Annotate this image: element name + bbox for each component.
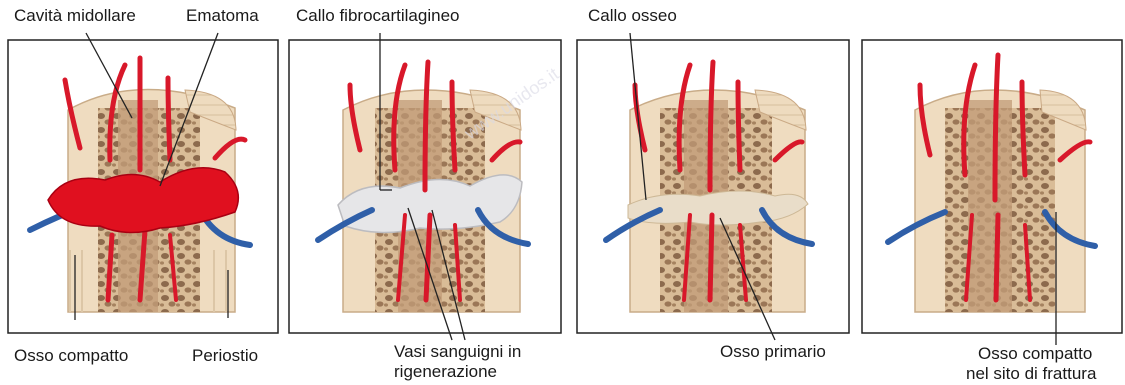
panel-1-hematoma [8, 33, 278, 333]
label-regenerating-vessels-line2: rigenerazione [394, 362, 497, 382]
label-medullary-cavity: Cavità midollare [14, 6, 136, 26]
label-compact-bone-fracture-line2: nel sito di frattura [966, 364, 1096, 384]
label-fibrocartilaginous-callus: Callo fibrocartilagineo [296, 6, 459, 26]
label-hematoma: Ematoma [186, 6, 259, 26]
panel-4-bone [915, 90, 1086, 312]
panel-3-bony-callus [577, 33, 849, 340]
panel-4-healed-bone [862, 40, 1122, 345]
label-bony-callus: Callo osseo [588, 6, 677, 26]
label-periosteum: Periostio [192, 346, 258, 366]
label-compact-bone-fracture-line1: Osso compatto [978, 344, 1092, 364]
panel-3-bone [628, 90, 808, 312]
label-primary-bone: Osso primario [720, 342, 826, 362]
label-regenerating-vessels-line1: Vasi sanguigni in [394, 342, 521, 362]
label-compact-bone: Osso compatto [14, 346, 128, 366]
panel-2-fibrocartilaginous-callus [289, 33, 561, 340]
